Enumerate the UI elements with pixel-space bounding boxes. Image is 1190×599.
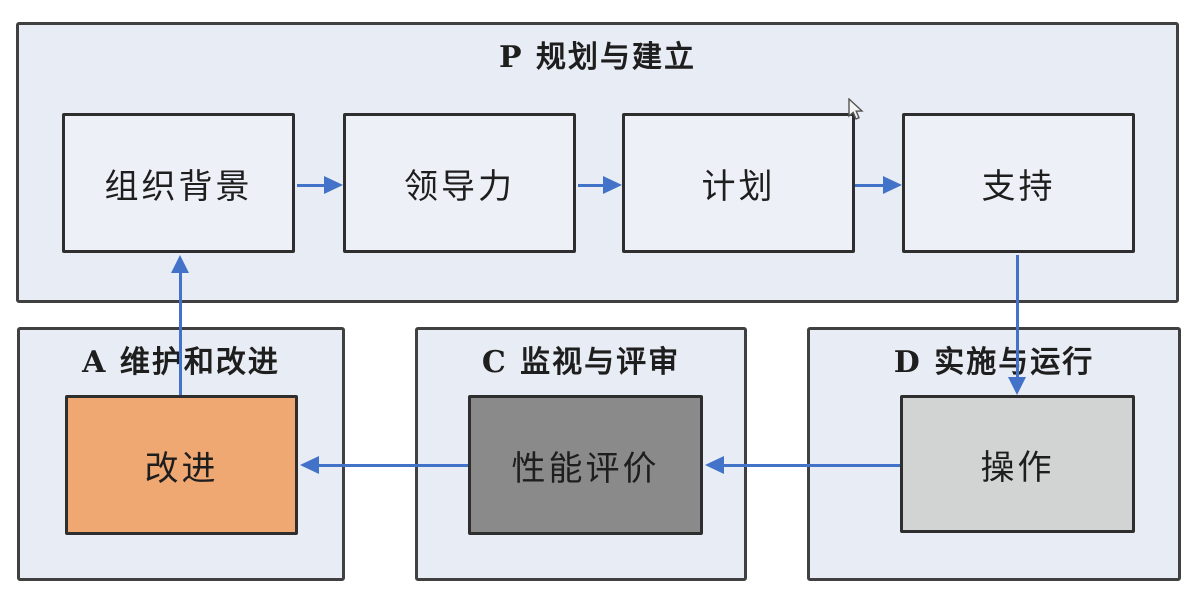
node-operation-label: 操作 (980, 447, 1055, 488)
node-support: 支持 (902, 113, 1135, 253)
node-improvement: 改进 (65, 395, 298, 535)
arrow-line (578, 184, 605, 187)
arrow-line (317, 464, 468, 467)
node-leadership: 领导力 (343, 113, 576, 253)
node-operation: 操作 (900, 395, 1135, 533)
node-planning: 计划 (622, 113, 855, 253)
arrow-head-left-icon (300, 456, 319, 474)
arrow-line (1016, 255, 1019, 378)
mouse-cursor-icon (848, 98, 864, 120)
arrow-line (179, 271, 182, 395)
node-organization-context-label: 组织背景 (104, 166, 253, 207)
node-improvement-label: 改进 (144, 448, 219, 489)
arrow-head-left-icon (705, 456, 724, 474)
node-organization-context: 组织背景 (62, 113, 295, 253)
arrow-head-right-icon (603, 176, 622, 194)
node-performance-evaluation: 性能评价 (468, 395, 703, 535)
section-check-title: C 监视与评审 (481, 345, 681, 380)
node-leadership-label: 领导力 (404, 166, 515, 207)
node-performance-evaluation-label: 性能评价 (511, 448, 660, 489)
node-planning-label: 计划 (701, 166, 776, 207)
arrow-line (722, 464, 900, 467)
section-do-title: D 实施与运行 (893, 345, 1095, 380)
node-support-label: 支持 (981, 166, 1056, 207)
arrow-head-up-icon (171, 255, 189, 273)
arrow-line (297, 184, 326, 187)
arrow-head-down-icon (1008, 377, 1026, 395)
arrow-head-right-icon (883, 176, 902, 194)
arrow-head-right-icon (324, 176, 343, 194)
section-plan-title: P 规划与建立 (498, 40, 696, 75)
arrow-line (855, 184, 884, 187)
